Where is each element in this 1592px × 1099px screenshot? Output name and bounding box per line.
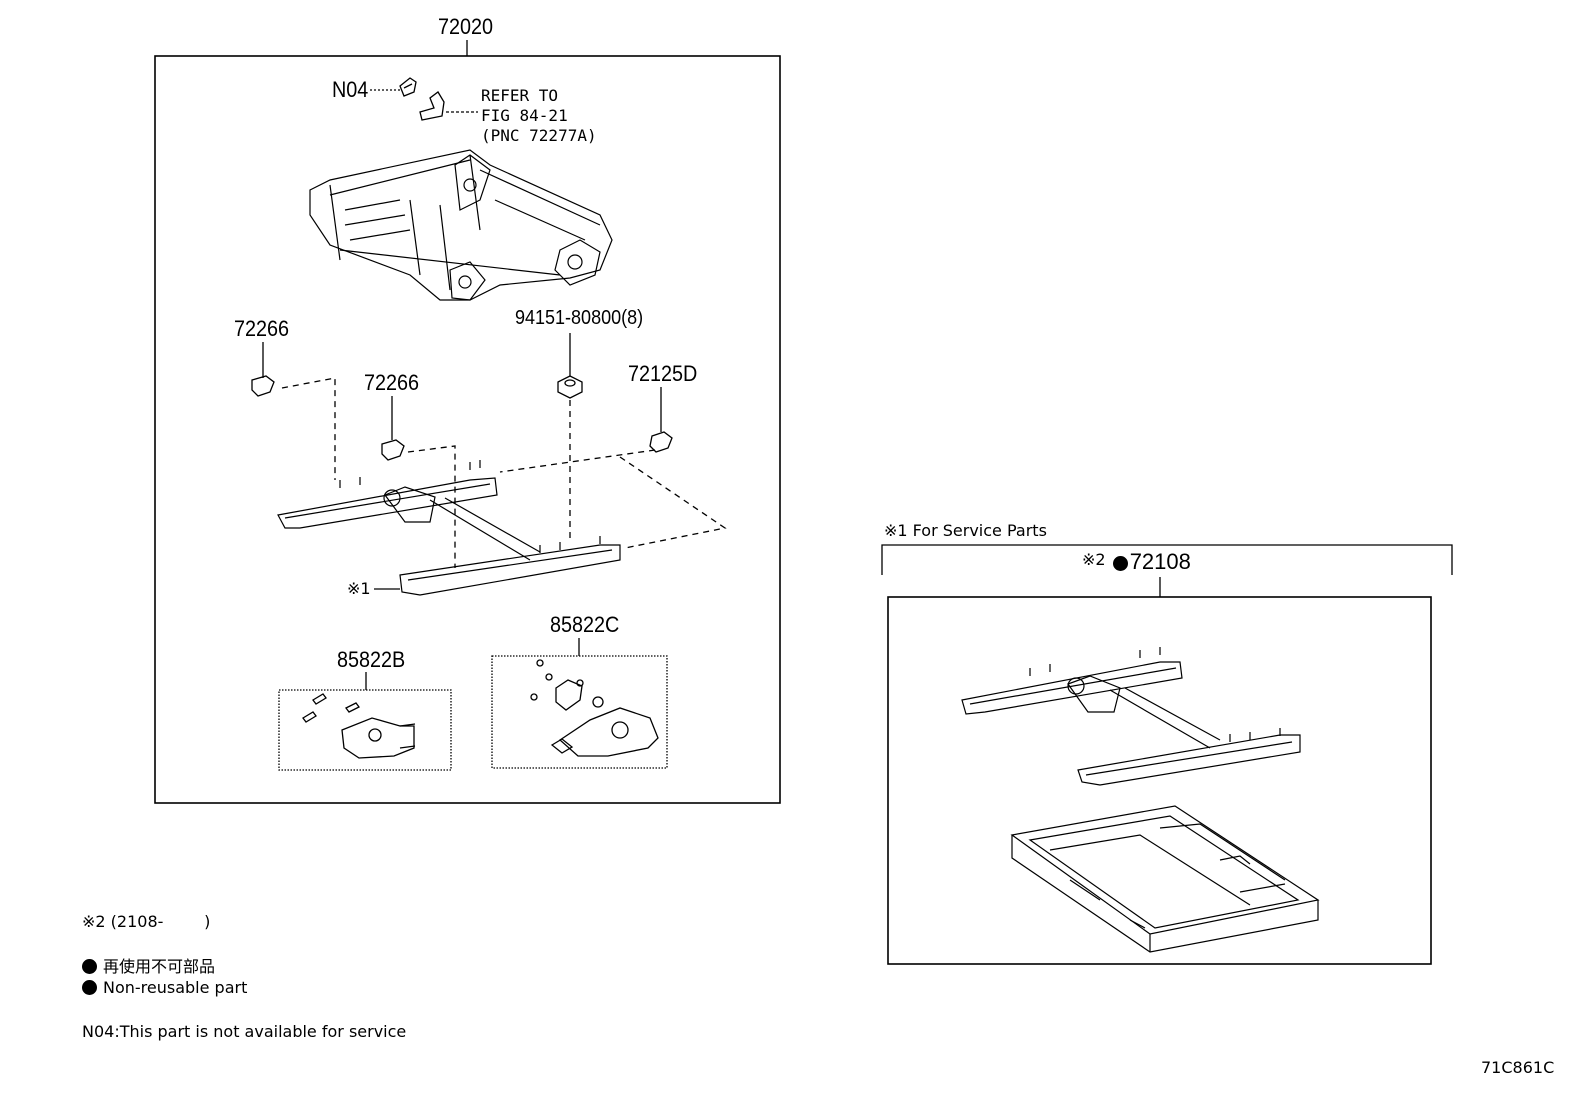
service-bracket [881,544,1453,575]
clip-part-n04 [399,77,417,97]
seat-track-drawing [277,460,621,596]
refer-note-line-2: FIG 84-21 [481,106,568,125]
part-number-85822c: 85822C [550,612,620,637]
legend-non-reusable-jp: 再使用不可部品 [103,957,216,976]
part-number-72266-center: 72266 [364,370,420,395]
cover-part-72266-center [381,439,405,461]
motor-85822c-box [491,655,668,769]
part-number-72266-left: 72266 [234,316,290,341]
motor-85822c-drawing [530,659,659,757]
service-prefix: ※2 [1082,550,1106,569]
refer-note-line-3: (PNC 72277A) [481,126,597,145]
service-track-drawing [961,647,1301,786]
main-frame-box [154,55,781,804]
non-reusable-dot-icon [1112,556,1128,571]
legend-dot-icon [82,980,97,995]
cover-part-72266-left [251,375,275,397]
seat-frame-drawing [309,149,613,301]
part-number-72020: 72020 [438,14,494,39]
legend-non-reusable-en: Non-reusable part [103,978,248,997]
legend-jp: 再使用不可部品 [82,953,215,977]
bracket-part-72277a [419,91,478,121]
legend-date-note: ※2 (2108- ) [82,912,211,931]
refer-note: REFER TO FIG 84-21 (PNC 72277A) [481,86,597,146]
service-part-label: ※2 72108 [1082,549,1195,575]
part-label-n04: N04 [332,77,369,102]
part-number-72108: 72108 [1129,549,1191,574]
service-heading: ※1 For Service Parts [884,521,1047,540]
cover-part-72125d [649,431,673,453]
legend-en: Non-reusable part [82,978,247,997]
legend-dot-icon [82,959,97,974]
part-number-94151-80800: 94151-80800(8) [515,307,644,329]
packaging-tray-drawing [1010,805,1320,953]
note-mark-1: ※1 [347,579,371,598]
part-number-72125d: 72125D [628,361,698,386]
service-frame-box [887,596,1432,965]
nut-part [557,375,583,399]
figure-code: 71C861C [1481,1058,1555,1077]
part-number-85822b: 85822B [337,647,406,672]
refer-note-line-1: REFER TO [481,86,559,105]
legend-n04-note: N04:This part is not available for servi… [82,1022,407,1041]
motor-85822b-drawing [302,693,416,759]
